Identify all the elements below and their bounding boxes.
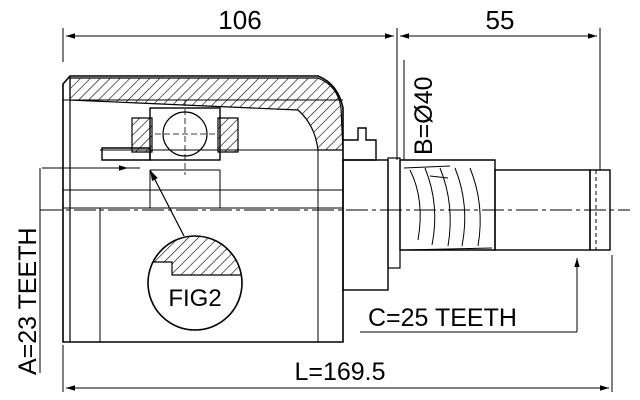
c-teeth-label: C=25 TEETH (368, 304, 517, 332)
dimension-106-label: 106 (218, 5, 261, 35)
fig2-label: FIG2 (168, 285, 221, 312)
ball-cage (131, 100, 239, 208)
a-teeth-dimension: A=23 TEETH (14, 165, 140, 375)
fig2-detail: FIG2 (147, 235, 243, 331)
joint-housing (62, 75, 344, 343)
spline-section (399, 159, 496, 251)
fig2-pointer (149, 169, 185, 237)
bore-dimension-label: B=Ø40 (410, 76, 438, 155)
bore-dimension: B=Ø40 (403, 60, 438, 160)
a-teeth-label: A=23 TEETH (14, 227, 42, 375)
c-teeth-dimension: C=25 TEETH (360, 258, 580, 333)
dimension-106: 106 (62, 5, 398, 160)
length-dimension: L=169.5 (62, 255, 613, 392)
shaft-neck (342, 127, 401, 291)
dimension-55-label: 55 (486, 5, 515, 35)
length-label: L=169.5 (294, 358, 385, 386)
dimension-55: 55 (400, 5, 601, 170)
